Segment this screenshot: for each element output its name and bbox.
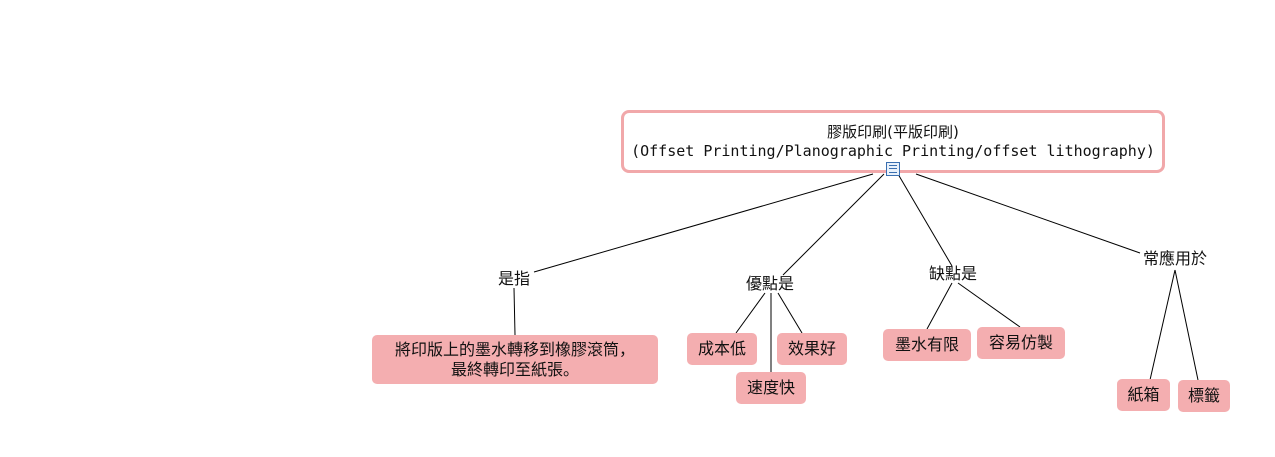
concept-carton[interactable]: 紙箱 (1117, 379, 1170, 411)
concept-easy-to-copy[interactable]: 容易仿製 (977, 327, 1065, 359)
link-label-definition: 是指 (497, 269, 531, 288)
link-label-uses: 常應用於 (1142, 249, 1208, 268)
edge-root-definition (533, 173, 874, 273)
note-icon[interactable] (886, 162, 900, 176)
concept-label[interactable]: 標籤 (1178, 380, 1230, 412)
edge-root-uses (915, 173, 1141, 254)
edge-root-advantages (782, 173, 885, 276)
edge-uses-carton (1149, 269, 1176, 381)
root-topic[interactable]: 膠版印刷(平版印刷) (Offset Printing/Planographic… (621, 110, 1165, 173)
edge-advantages-lowcost (735, 292, 766, 334)
concept-definition-line1: 將印版上的墨水轉移到橡膠滾筒， (394, 339, 635, 359)
root-title: 膠版印刷(平版印刷) (827, 123, 959, 141)
edge-root-disadvantages (897, 173, 953, 267)
concept-fast-speed[interactable]: 速度快 (736, 372, 806, 404)
concept-good-effect[interactable]: 效果好 (777, 333, 847, 365)
concept-definition-line2: 最終轉印至紙張。 (450, 359, 579, 379)
link-label-advantages: 優點是 (745, 274, 795, 293)
edge-uses-label (1174, 269, 1199, 381)
concept-definition[interactable]: 將印版上的墨水轉移到橡膠滾筒， 最終轉印至紙張。 (372, 335, 658, 384)
edge-advantages-good (777, 292, 803, 334)
edge-disadvantages-ink (926, 282, 953, 330)
edge-disadvantages-copy (957, 282, 1021, 328)
concept-low-cost[interactable]: 成本低 (687, 333, 757, 365)
concept-limited-ink[interactable]: 墨水有限 (883, 329, 971, 361)
link-label-disadvantages: 缺點是 (928, 264, 978, 283)
edge-definition-box (513, 287, 516, 336)
root-subtitle: (Offset Printing/Planographic Printing/o… (631, 142, 1155, 160)
